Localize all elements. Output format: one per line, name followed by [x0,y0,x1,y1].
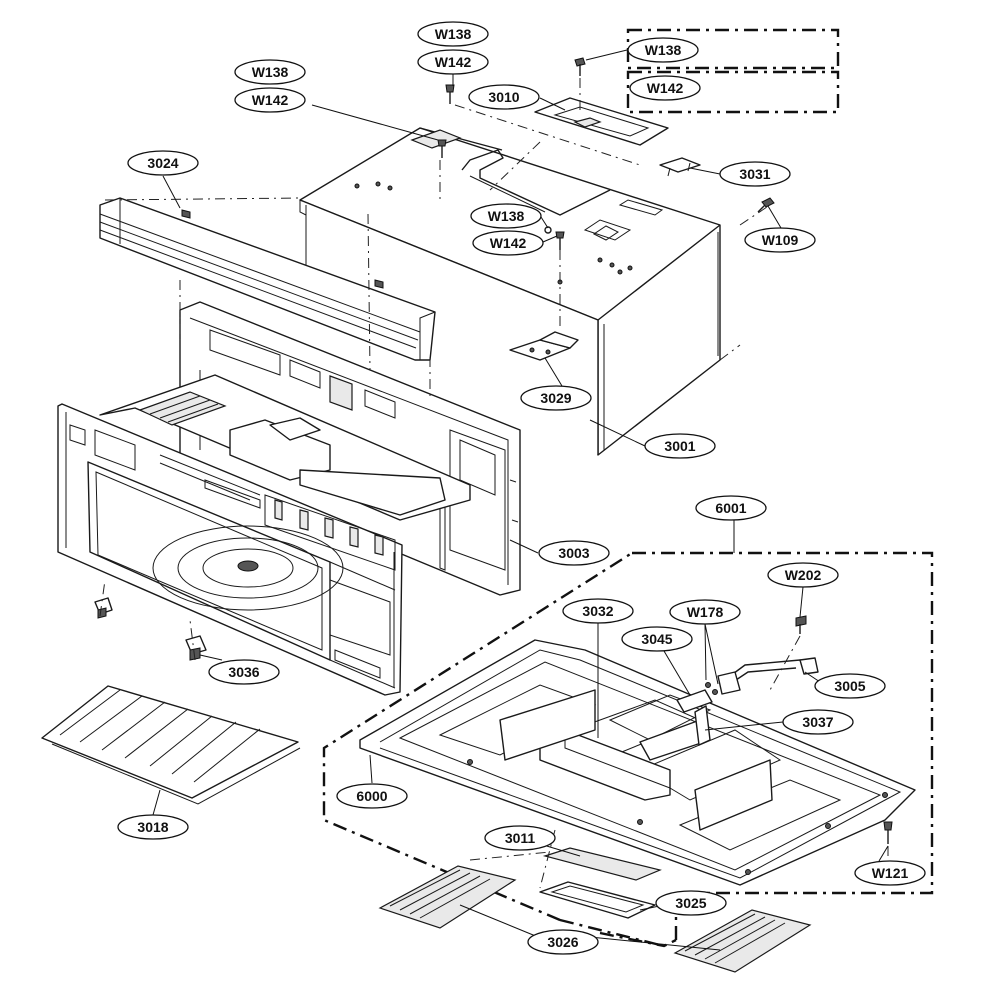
callout-label: W142 [490,235,527,251]
vent-grille-3024 [99,197,436,361]
callout-W142-mid: W142 [472,230,544,256]
callout-3018: 3018 [117,814,189,840]
callout-3025: 3025 [655,890,727,916]
callout-label: W142 [252,92,289,108]
callout-label: W142 [435,54,472,70]
screw-W109 [757,197,775,213]
callout-3005: 3005 [814,673,886,699]
callout-3032: 3032 [562,598,634,624]
callout-label: 6001 [715,500,746,516]
callout-label: 3026 [547,934,578,950]
front-frame [57,403,403,696]
callout-W138-left: W138 [234,59,306,85]
callout-3024: 3024 [127,150,199,176]
rack-3018 [41,685,301,805]
outer-case-3001 [299,127,721,456]
callout-label: 3045 [641,631,672,647]
callout-6000: 6000 [336,783,408,809]
callout-label: 6000 [356,788,387,804]
callout-3029: 3029 [520,385,592,411]
callout-label: 3036 [228,664,259,680]
callout-label: W178 [687,604,724,620]
screw-top-W138-box [574,57,586,76]
callout-label: 3032 [582,603,613,619]
latch-3036 [94,597,207,661]
callout-W142-box: W142 [629,75,701,101]
mounting-plate-3010 [534,97,669,146]
callout-label: 3001 [664,438,695,454]
callout-label: W138 [252,64,289,80]
screw-top-W142 [445,84,455,104]
callout-label: W142 [647,80,684,96]
turntable [152,525,344,611]
callout-label: W121 [872,865,909,881]
callout-W121: W121 [854,860,926,886]
base-brackets [499,689,773,831]
callout-label: 3003 [558,545,589,561]
callout-label: 3025 [675,895,706,911]
screw-left-W142 [437,139,447,158]
callout-label: W202 [785,567,822,583]
callout-3001: 3001 [644,433,716,459]
callout-label: W138 [645,42,682,58]
filter-3026-right [673,909,812,973]
callout-label: 3011 [505,830,536,846]
screw-mid-W138 [544,226,552,234]
callout-label: 3018 [137,819,168,835]
callout-W138-top: W138 [417,21,489,47]
screw-W202 [795,615,807,634]
callout-W138-box: W138 [627,37,699,63]
callout-label: 3010 [488,89,519,105]
callout-label: W138 [435,26,472,42]
callout-label: 3029 [540,390,571,406]
optional-parts-box [626,28,840,114]
cavity-top-unit [94,374,471,521]
filter-3026-left [378,865,517,929]
callout-label: W138 [488,208,525,224]
callout-label: 3005 [834,678,865,694]
callout-label: W109 [762,232,799,248]
assembly-guides [99,78,889,889]
callout-3037: 3037 [782,709,854,735]
callout-W138-mid: W138 [470,203,542,229]
callout-3010: 3010 [468,84,540,110]
callout-W109: W109 [744,227,816,253]
leader-lines [152,49,889,951]
callout-W142-left: W142 [234,87,306,113]
callout-3026: 3026 [527,929,599,955]
bracket-3029 [509,331,579,361]
component-3045 [676,689,713,746]
bracket-3031 [659,157,701,177]
cover-3011 [542,847,662,881]
base-plate-assembly-box [322,551,934,948]
callout-3031: 3031 [719,161,791,187]
callout-W202: W202 [767,562,839,588]
cover-3025 [539,881,656,919]
top-duct-strip [461,149,611,216]
callout-3045: 3045 [621,626,693,652]
harness-3005 [705,657,819,695]
callout-W142-top: W142 [417,49,489,75]
callout-3036: 3036 [208,659,280,685]
callout-label: 3037 [802,714,833,730]
callout-label: 3024 [147,155,178,171]
control-board-area [264,494,396,656]
screw-W121 [883,821,893,844]
callout-W178: W178 [669,599,741,625]
callout-6001: 6001 [695,495,767,521]
callout-3003: 3003 [538,540,610,566]
callout-3011: 3011 [484,825,556,851]
callout-label: 3031 [739,166,770,182]
